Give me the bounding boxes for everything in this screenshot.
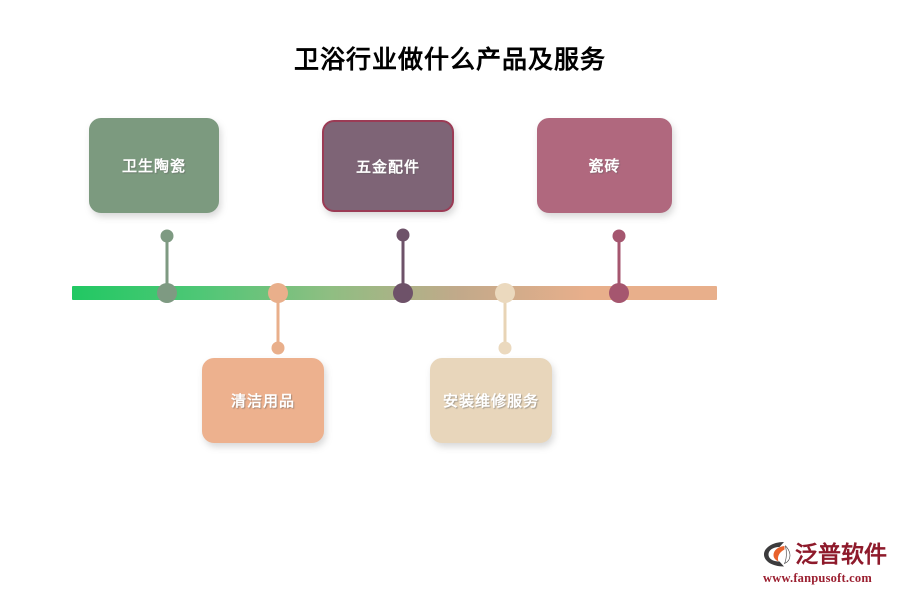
brand-row: 泛普软件 (762, 538, 892, 570)
page-title: 卫浴行业做什么产品及服务 (293, 46, 606, 74)
timeline-node-dot[interactable] (157, 283, 177, 303)
brand-url: www.fanpusoft.com (763, 571, 872, 585)
timeline-node-endpoint-dot[interactable] (271, 341, 285, 355)
timeline-connector-stem (401, 235, 405, 293)
timeline-card-4[interactable]: 安装维修服务 (430, 358, 552, 443)
timeline-node-dot[interactable] (393, 283, 413, 303)
timeline-connector-stem (617, 236, 621, 293)
timeline-connector-stem (503, 293, 507, 348)
timeline-node-endpoint-dot[interactable] (160, 229, 174, 243)
timeline-card-label: 清洁用品 (230, 393, 295, 410)
timeline-card-label: 安装维修服务 (442, 393, 539, 410)
timeline-node-endpoint-dot[interactable] (396, 228, 410, 242)
timeline-connector-stem (276, 293, 280, 348)
timeline-node-endpoint-dot[interactable] (612, 229, 626, 243)
timeline-node-dot[interactable] (268, 283, 288, 303)
brand-name: 泛普软件 (795, 541, 887, 567)
timeline-node-endpoint-dot[interactable] (498, 341, 512, 355)
brand-watermark: 泛普软件 www.fanpusoft.com (762, 538, 892, 590)
timeline-card-1[interactable]: 卫生陶瓷 (89, 118, 219, 213)
timeline-card-label: 瓷砖 (588, 158, 621, 175)
timeline-card-3[interactable]: 五金配件 (322, 120, 454, 212)
timeline-connector-stem (165, 236, 169, 293)
timeline-card-5[interactable]: 瓷砖 (537, 118, 672, 213)
timeline-node-dot[interactable] (609, 283, 629, 303)
timeline-card-label: 卫生陶瓷 (121, 158, 186, 175)
timeline-node-dot[interactable] (495, 283, 515, 303)
timeline-card-2[interactable]: 清洁用品 (202, 358, 324, 443)
fanpu-logo-icon (764, 542, 791, 567)
timeline-card-label: 五金配件 (355, 158, 420, 176)
